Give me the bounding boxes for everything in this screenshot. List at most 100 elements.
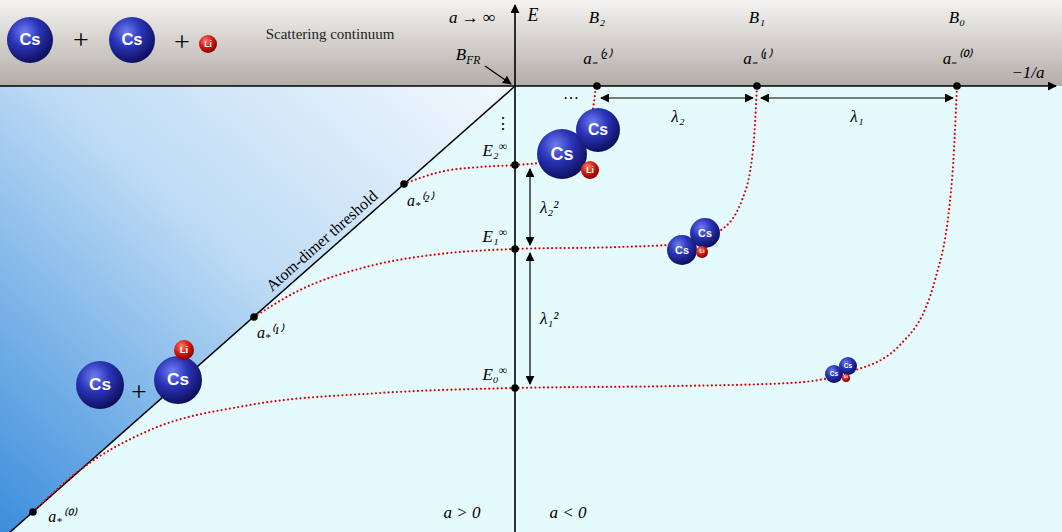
atom-sphere xyxy=(581,161,599,179)
atom-sphere xyxy=(839,357,857,375)
symbol-part: ⁽²⁾ xyxy=(420,192,433,209)
index-mark: ∞ xyxy=(499,364,507,377)
cesium-atom: Cs xyxy=(76,361,124,409)
energy-label: E₁∞ xyxy=(482,227,507,245)
atom-symbol: Li xyxy=(699,249,704,255)
trimer-curves xyxy=(33,86,957,512)
atom-symbol: Cs xyxy=(698,228,712,239)
scattering-length-label: a₋⁽¹⁾ xyxy=(743,50,771,67)
ratio-arrow xyxy=(761,97,953,98)
lithium-atom: Li xyxy=(174,340,194,360)
scattering-length-label: a*⁽¹⁾ xyxy=(257,325,283,344)
ratio-arrow xyxy=(529,253,530,384)
axis-label: a → ∞ xyxy=(449,9,495,26)
resonance-label: BFR xyxy=(456,46,481,67)
scattering-length-label: a*⁽²⁾ xyxy=(407,193,433,212)
symbol-part: ⁽¹⁾ xyxy=(270,324,283,341)
atom-sphere xyxy=(199,35,217,53)
index-mark: ∞ xyxy=(499,140,507,153)
atom-symbol: Cs xyxy=(89,376,111,393)
trimer-curve xyxy=(404,86,596,184)
index-mark: ∞ xyxy=(499,226,507,239)
trimer-curve xyxy=(33,86,957,512)
scaling-factor: λ₂ xyxy=(671,108,684,125)
marker-dot xyxy=(511,161,519,169)
ratio-arrow xyxy=(529,169,530,245)
lithium-atom: Li xyxy=(581,161,599,179)
scattering-length-label: a₋⁽⁰⁾ xyxy=(943,50,972,67)
marker-dot xyxy=(400,180,408,188)
threshold-line xyxy=(0,86,515,532)
region-label: a < 0 xyxy=(550,504,587,521)
marker-dot xyxy=(511,384,519,392)
atom-sphere xyxy=(109,17,155,63)
scaling-factor: λ₂² xyxy=(540,199,558,216)
atom-symbol: Cs xyxy=(167,371,189,388)
energy-axis xyxy=(514,5,516,532)
atom-sphere xyxy=(154,356,202,404)
atom-symbol: Cs xyxy=(550,145,573,163)
field-label: B₂ xyxy=(589,9,605,26)
atom-sphere xyxy=(7,17,53,63)
marker-dot xyxy=(250,313,258,321)
leader-arrow xyxy=(485,66,511,84)
index-mark: * xyxy=(56,515,61,527)
marker-dots xyxy=(29,82,961,516)
plus-sign: + xyxy=(174,28,190,56)
index-mark: * xyxy=(415,199,420,211)
cesium-atom: Cs xyxy=(576,108,620,152)
lithium-atom: Li xyxy=(842,374,850,382)
index-mark: FR xyxy=(466,54,480,67)
atom-symbol: Cs xyxy=(19,32,40,49)
marker-dot xyxy=(593,82,601,90)
field-label: B₁ xyxy=(749,9,765,26)
atom-symbol: Cs xyxy=(121,32,142,49)
marker-dot xyxy=(753,82,761,90)
atom-sphere xyxy=(690,218,720,248)
symbol-part: E₂ xyxy=(482,141,498,160)
horizontal-axis xyxy=(0,85,1056,87)
energy-label: E₀∞ xyxy=(482,365,507,383)
axis-label: −1/a xyxy=(1011,64,1044,81)
symbol-part: a xyxy=(257,324,265,341)
atom-sphere xyxy=(576,108,620,152)
scattering-length-label: a*⁽⁰⁾ xyxy=(48,509,75,528)
energy-label: E₂∞ xyxy=(482,141,507,159)
index-mark: * xyxy=(265,331,270,343)
plus-sign: + xyxy=(73,26,89,54)
symbol-part: B xyxy=(456,45,466,64)
cesium-atom: Cs xyxy=(7,17,53,63)
field-label: B₀ xyxy=(949,9,965,26)
cesium-atom: Cs xyxy=(690,218,720,248)
atom-symbol: Cs xyxy=(675,245,689,256)
cesium-atom: Cs xyxy=(839,357,857,375)
scaling-factor: λ₁ xyxy=(850,108,863,125)
marker-dot xyxy=(511,245,519,253)
atom-sphere xyxy=(76,361,124,409)
cesium-atom: Cs xyxy=(109,17,155,63)
atom-symbol: Li xyxy=(586,166,594,175)
lithium-atom: Li xyxy=(696,246,708,258)
ellipsis: … xyxy=(563,86,579,102)
continuum-band xyxy=(0,0,1062,86)
lithium-atom: Li xyxy=(199,35,217,53)
atom-symbol: Li xyxy=(180,345,188,355)
symbol-part: a xyxy=(407,192,415,209)
plus-sign: + xyxy=(131,378,147,406)
atom-symbol: Cs xyxy=(588,122,608,138)
symbol-part: E₀ xyxy=(482,365,498,384)
atom-sphere xyxy=(696,246,708,258)
symbol-part: E₁ xyxy=(482,227,498,246)
threshold-label: Atom-dimer threshold xyxy=(263,188,380,294)
ratio-arrow xyxy=(601,97,753,98)
atom-symbol: Cs xyxy=(830,371,838,377)
symbol-part: a xyxy=(48,508,56,525)
atom-sphere xyxy=(842,374,850,382)
scattering-length-label: a₋⁽²⁾ xyxy=(583,50,611,67)
axis-label: E xyxy=(528,6,539,24)
marker-dot xyxy=(953,82,961,90)
marker-dot xyxy=(29,508,37,516)
atom-symbol: Cs xyxy=(844,363,852,369)
